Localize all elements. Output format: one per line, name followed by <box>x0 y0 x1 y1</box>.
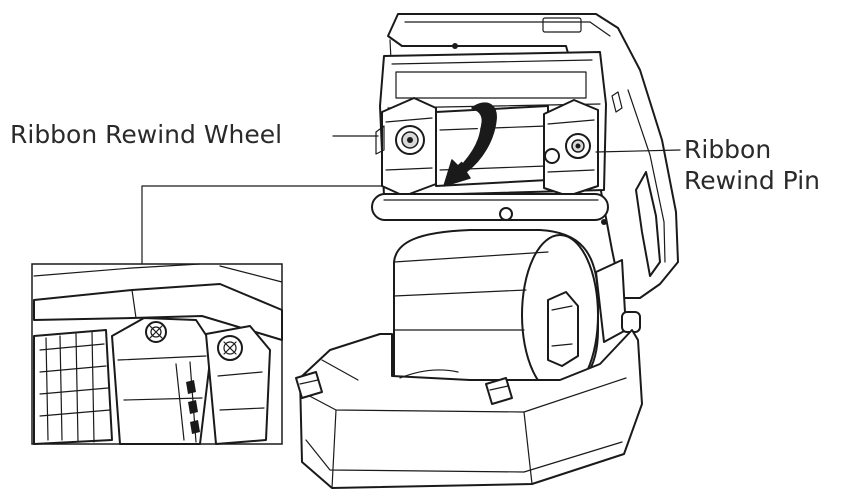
detail-inset <box>31 263 283 445</box>
label-ribbon-rewind-pin-line2: Rewind Pin <box>684 166 820 195</box>
label-ribbon-rewind-pin: Ribbon Rewind Pin <box>684 134 820 196</box>
callout-leaders <box>141 135 681 273</box>
rotation-arrow-icon <box>443 102 497 187</box>
ribbon-rewind-wheel <box>395 125 425 155</box>
ribbon-rewind-pin <box>544 133 591 164</box>
ribbon-mechanism <box>371 51 609 221</box>
label-ribbon-rewind-wheel: Ribbon Rewind Wheel <box>10 120 283 149</box>
media-roll <box>393 229 641 396</box>
printer-base <box>295 329 643 489</box>
label-ribbon-rewind-pin-line1: Ribbon <box>684 135 772 164</box>
inset-gear <box>33 329 113 445</box>
